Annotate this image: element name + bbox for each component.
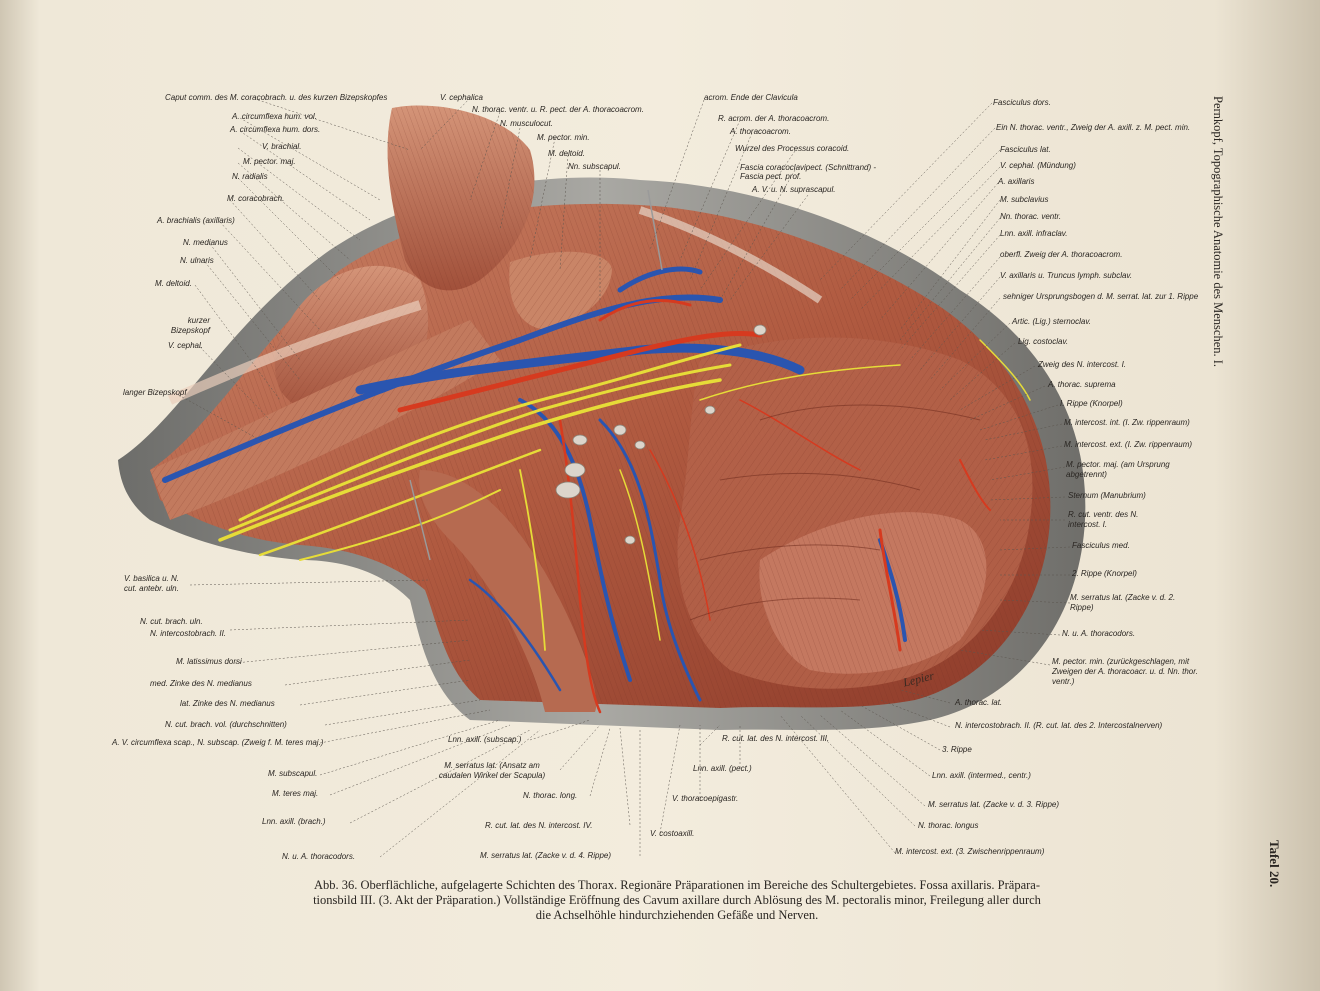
label-m-intercost-ext-3: M. intercost. ext. (3. Zwischenrippenrau…	[895, 847, 1045, 856]
label-nn-subscapul: Nn. subscapul.	[568, 162, 621, 171]
label-r-cut-lat-iv: R. cut. lat. des N. intercost. IV.	[485, 821, 593, 830]
label-artic-sternoclav: Artic. (Lig.) sternoclav.	[1012, 317, 1091, 326]
plate-number: Tafel 20.	[1267, 840, 1282, 888]
label-m-subscapul: M. subscapul.	[268, 769, 318, 778]
label-a-v-n-suprascapul: A. V. u. N. suprascapul.	[752, 185, 836, 194]
label-zweig-n-intercost-i: Zweig des N. intercost. I.	[1038, 360, 1127, 369]
label-v-basilica: V. basilica u. N. cut. antebr. uln.	[124, 574, 179, 593]
label-lnn-axill-infraclav: Lnn. axill. infraclav.	[1000, 229, 1068, 238]
figure-caption: Abb. 36. Oberflächliche, aufgelagerte Sc…	[162, 878, 1192, 923]
label-r-cut-ventr: R. cut. ventr. des N. intercost. I.	[1068, 510, 1139, 529]
label-m-pector-min: M. pector. min.	[537, 133, 590, 142]
label-m-pector-maj: M. pector. maj.	[243, 157, 296, 166]
label-lig-costoclav: Lig. costoclav.	[1018, 337, 1069, 346]
label-m-pector-maj-ursprung: M. pector. maj. (am Ursprung abgetrennt)	[1066, 460, 1170, 479]
label-m-intercost-int: M. intercost. int. (I. Zw. rippenraum)	[1064, 418, 1190, 427]
caption-line-3: die Achselhöhle hindurchziehenden Gefäße…	[535, 908, 819, 922]
label-a-thorac-suprema: A. thorac. suprema	[1048, 380, 1116, 389]
label-a-thorac-lat: A. thorac. lat.	[955, 698, 1003, 707]
label-n-u-a-thoracodors-left: N. u. A. thoracodors.	[282, 852, 356, 861]
label-n-thorac-longus: N. thorac. longus	[918, 821, 979, 830]
label-m-latissimus-dorsi: M. latissimus dorsi	[176, 657, 242, 666]
label-n-musculocut: N. musculocut.	[500, 119, 553, 128]
label-lnn-axill-intermed: Lnn. axill. (intermed., centr.)	[932, 771, 1031, 780]
nerves	[218, 339, 1031, 651]
label-v-thoracoepigastr: V. thoracoepigastr.	[672, 794, 739, 803]
label-lnn-axill-pect: Lnn. axill. (pect.)	[693, 764, 752, 773]
label-3-rippe: 3. Rippe	[942, 745, 972, 754]
label-a-v-circumflexa-scap: A. V. circumflexa scap., N. subscap. (Zw…	[112, 738, 324, 747]
latissimus-teres	[419, 470, 597, 712]
label-lat-zinke-medianus: lat. Zinke des N. medianus	[180, 699, 275, 708]
label-m-serratus-lat-ansatz: M. serratus lat. (Ansatz am caudalen Win…	[438, 761, 546, 780]
label-m-deltoid-top: M. deltoid.	[548, 149, 585, 158]
label-n-thorac-ventr-top: N. thorac. ventr. u. R. pect. der A. tho…	[472, 105, 644, 114]
label-r-cut-lat-iii: R. cut. lat. des N. intercost. III.	[722, 734, 830, 743]
label-m-serratus-lat-4: M. serratus lat. (Zacke v. d. 4. Rippe)	[480, 851, 612, 860]
label-kurzer-bizepskopf: kurzer Bizepskopf	[170, 316, 210, 335]
label-n-u-a-thoracodors-right: N. u. A. thoracodors.	[1062, 629, 1136, 638]
label-v-cephal-left: V. cephal.	[168, 341, 203, 350]
label-acrom-ende-clavicula: acrom. Ende der Clavicula	[704, 93, 798, 102]
label-m-teres-maj: M. teres maj.	[272, 789, 319, 798]
label-m-coracobrach: M. coracobrach.	[227, 194, 285, 203]
caption-line-1: Abb. 36. Oberflächliche, aufgelagerte Sc…	[313, 878, 1041, 892]
label-n-medianus: N. medianus	[183, 238, 228, 247]
label-m-intercost-ext-1: M. intercost. ext. (I. Zw. rippenraum)	[1064, 440, 1193, 449]
label-sternum: Sternum (Manubrium)	[1068, 491, 1146, 500]
label-lnn-axill-subscap: Lnn. axill. (subscap.)	[448, 735, 522, 744]
label-langer-bizepskopf: langer Bizepskopf	[123, 388, 187, 397]
label-med-zinke-medianus: med. Zinke des N. medianus	[150, 679, 252, 688]
label-v-brachial: V. brachial.	[262, 142, 302, 151]
label-lnn-axill-brach: Lnn. axill. (brach.)	[262, 817, 326, 826]
label-fascia-coracoclavipect: Fascia coracoclavipect. (Schnittrand) - …	[740, 163, 877, 181]
label-n-ulnaris: N. ulnaris	[180, 256, 214, 265]
label-v-axillaris-truncus: V. axillaris u. Truncus lymph. subclav.	[1000, 271, 1133, 280]
label-nn-thorac-ventr: Nn. thorac. ventr.	[1000, 212, 1062, 221]
label-v-cephal-mundung: V. cephal. (Mündung)	[1000, 161, 1076, 170]
label-fasciculus-dors: Fasciculus dors.	[993, 98, 1051, 107]
label-n-cut-brach-uln: N. cut. brach. uln.	[140, 617, 203, 626]
label-wurzel-processus-coracoid: Wurzel des Processus coracoid.	[735, 144, 850, 153]
label-caput-comm: Caput comm. des M. coracobrach. u. des k…	[165, 93, 388, 102]
label-v-costoaxill: V. costoaxill.	[650, 829, 695, 838]
label-2-rippe-knorpel: 2. Rippe (Knorpel)	[1072, 569, 1137, 578]
label-a-brachialis: A. brachialis (axillaris)	[157, 216, 235, 225]
label-n-intercostobrach-bottom: N. intercostobrach. II. (R. cut. lat. de…	[955, 721, 1163, 730]
label-r-acrom: R. acrom. der A. thoracoacrom.	[718, 114, 830, 123]
lymph-nodes	[555, 324, 767, 545]
label-m-serratus-lat-2: M. serratus lat. (Zacke v. d. 2. Rippe)	[1070, 593, 1176, 612]
label-a-thoracoacrom: A. thoracoacrom.	[730, 127, 791, 136]
label-i-rippe-knorpel: I. Rippe (Knorpel)	[1060, 399, 1123, 408]
label-m-subclavius: M. subclavius	[1000, 195, 1049, 204]
label-fasciculus-lat: Fasciculus lat.	[1000, 145, 1051, 154]
caption-line-2: tionsbild III. (3. Akt der Präparation.)…	[313, 893, 1041, 907]
label-ein-n-thorac-ventr: Ein N. thorac. ventr., Zweig der A. axil…	[996, 123, 1191, 132]
label-n-cut-brach-vol: N. cut. brach. vol. (durchschnitten)	[165, 720, 287, 729]
label-m-deltoid-left: M. deltoid.	[155, 279, 192, 288]
label-m-serratus-lat-3: M. serratus lat. (Zacke v. d. 3. Rippe)	[928, 800, 1060, 809]
label-n-thorac-long: N. thorac. long.	[523, 791, 578, 800]
label-sehniger-ursprungsbogen: sehniger Ursprungsbogen d. M. serrat. la…	[1003, 292, 1199, 301]
label-fasciculus-med: Fasciculus med.	[1072, 541, 1130, 550]
label-n-radialis: N. radialis	[232, 172, 268, 181]
label-m-pector-min-zuruck: M. pector. min. (zurückgeschlagen, mit Z…	[1052, 657, 1198, 686]
label-oberfl-zweig: oberfl. Zweig der A. thoracoacrom.	[1000, 250, 1123, 259]
label-n-intercostobrach-left: N. intercostobrach. II.	[150, 629, 227, 638]
label-a-circumflexa-hum-dors: A. circumflexa hum. dors.	[230, 125, 321, 134]
label-a-axillaris: A. axillaris	[998, 177, 1035, 186]
book-title: Pernkopf, Topographische Anatomie des Me…	[1211, 96, 1225, 368]
label-a-circumflexa-hum-vol: A. circumflexa hum. vol.	[232, 112, 317, 121]
label-v-cephalica: V. cephalica	[440, 93, 483, 102]
